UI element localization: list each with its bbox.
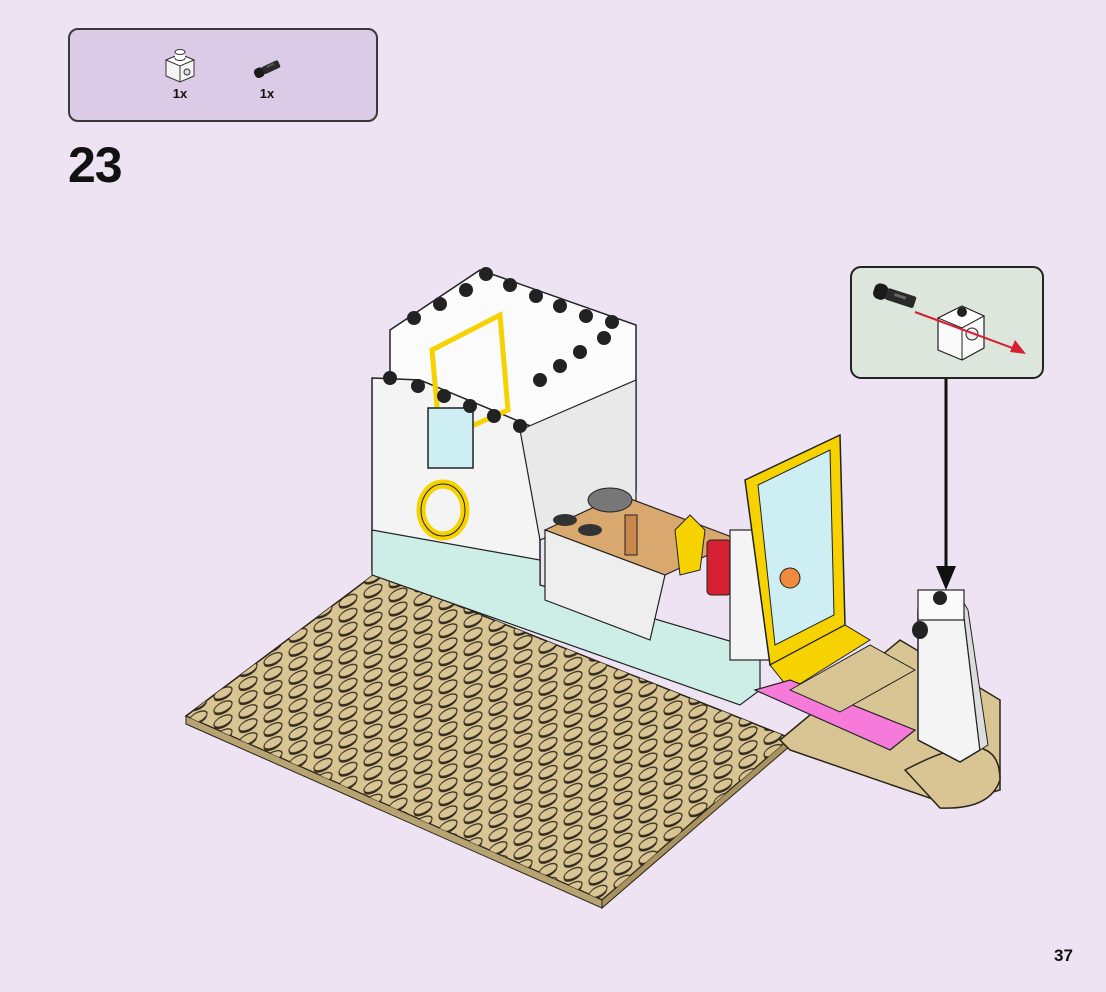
part-black-pin: 1x bbox=[242, 48, 292, 101]
part-quantity: 1x bbox=[259, 86, 275, 101]
step-number: 23 bbox=[68, 137, 123, 193]
pointer-arrowhead bbox=[936, 566, 956, 590]
yellow-door bbox=[744, 433, 871, 691]
callout-box bbox=[850, 266, 1044, 379]
black-pin-icon bbox=[253, 60, 281, 79]
baseplate bbox=[184, 572, 1001, 910]
part-white-brick: 1x bbox=[155, 48, 205, 101]
parts-list-box: 1x 1x bbox=[68, 28, 378, 122]
white-post bbox=[912, 589, 989, 763]
white-brick-icon bbox=[164, 49, 196, 83]
kitchen-counter bbox=[543, 487, 771, 661]
pink-tile bbox=[753, 644, 917, 751]
part-quantity: 1x bbox=[172, 86, 188, 101]
page-number: 37 bbox=[1054, 946, 1073, 965]
building bbox=[371, 267, 761, 706]
